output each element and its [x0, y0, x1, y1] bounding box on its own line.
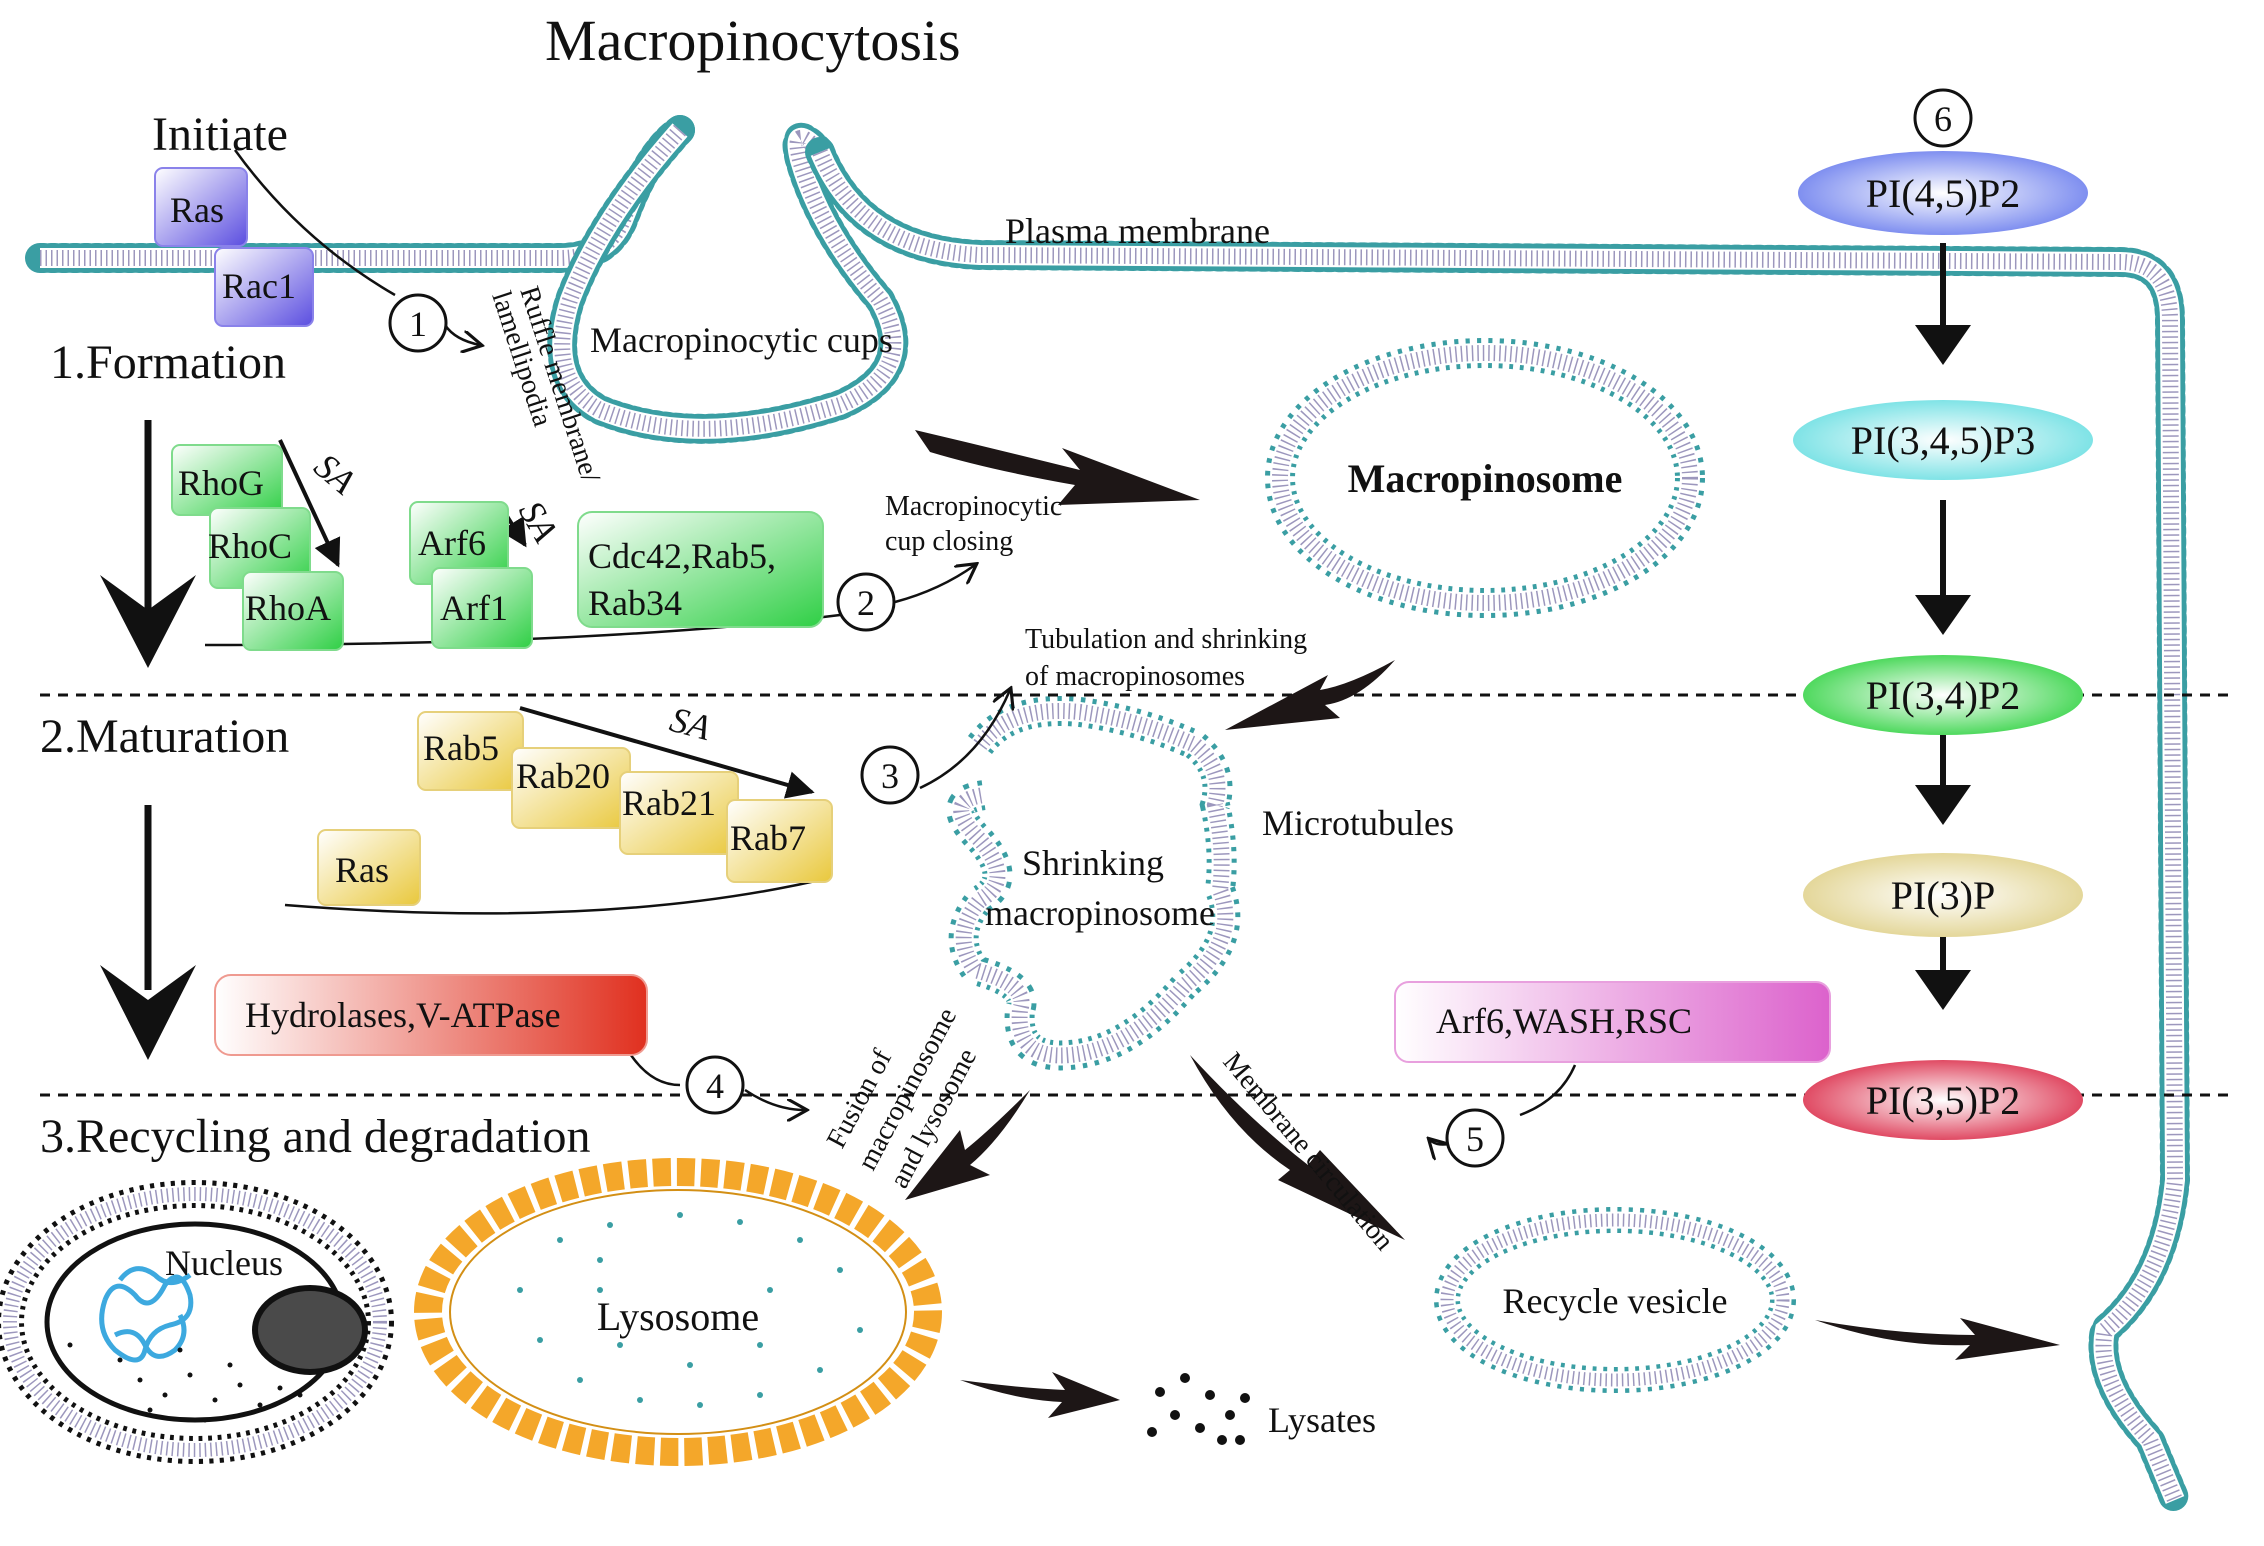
cdc42-label-line1: Cdc42,Rab5, [588, 536, 776, 576]
lysates-dots [1147, 1373, 1250, 1445]
rab5-label: Rab5 [423, 728, 499, 768]
pi3p-label: PI(3)P [1891, 873, 1995, 918]
stage-arrows [100, 420, 196, 1060]
pip2-45-ellipse [1798, 151, 2088, 235]
nucleus-label: Nucleus [165, 1243, 283, 1283]
pi3p-ellipse [1803, 853, 2083, 937]
rhoa-label: RhoA [245, 588, 331, 628]
stage-recycling: 3.Recycling and degradation [40, 1110, 590, 1163]
cups-label: Macropinocytic cups [590, 320, 893, 360]
stage-initiate: Initiate [152, 108, 288, 161]
pip2-35-label: PI(3,5)P2 [1866, 1078, 2020, 1123]
lysosome-to-lysates-arrow [960, 1372, 1120, 1418]
rab20-label: Rab20 [516, 756, 610, 796]
diagram-title: Macropinocytosis [545, 8, 961, 73]
rab21-label: Rab21 [622, 783, 716, 823]
pip2-35-ellipse [1803, 1060, 2083, 1140]
hydrolases-label: Hydrolases,V-ATPase [245, 995, 561, 1035]
ras-box [154, 167, 248, 247]
sa-label-3: SA [666, 699, 716, 748]
arf1-label: Arf1 [440, 588, 508, 628]
shrinking-to-lysosome-arrow [905, 1090, 1030, 1200]
proteins: Ras Rac1 RhoG RhoC RhoA Arf6 Arf1 Cdc42,… [154, 167, 1831, 1063]
step-5-circle [1445, 1108, 1505, 1168]
arf6-wash-label: Arf6,WASH,RSC [1436, 1001, 1692, 1041]
rhoa-box [242, 571, 344, 651]
pip3-ellipse [1793, 400, 2093, 480]
recycle-vesicle-membrane [1434, 1207, 1796, 1393]
rac1-box [214, 247, 314, 327]
arf6-label: Arf6 [418, 523, 486, 563]
sa-label-1: SA [307, 445, 364, 502]
lysosome-label: Lysosome [597, 1294, 759, 1339]
step-1-label: 1 [409, 304, 427, 344]
ras-label: Ras [170, 190, 224, 230]
lysosome [414, 1158, 942, 1466]
cdc42-label-line2: Rab34 [588, 583, 682, 623]
macropinosome-label: Macropinosome [1348, 456, 1623, 501]
stage-maturation: 2.Maturation [40, 710, 289, 763]
nucleolus [252, 1285, 368, 1375]
arf6-wash-box [1394, 981, 1831, 1063]
step-5-label: 5 [1466, 1119, 1484, 1159]
arf1-box [431, 567, 533, 649]
cup-closing-line2: cup closing [885, 526, 1013, 557]
step-4-circle [685, 1055, 745, 1115]
step-6-label: 6 [1934, 99, 1952, 139]
membranes [0, 115, 2191, 1515]
tubulation-line2: of macropinosomes [1025, 661, 1245, 692]
lysates-label: Lysates [1268, 1400, 1376, 1440]
recycle-vesicle-label: Recycle vesicle [1503, 1281, 1728, 1321]
rhog-label: RhoG [178, 463, 264, 503]
recycle-to-membrane-arrow [1815, 1318, 2060, 1360]
cell-nucleus [0, 1180, 394, 1464]
plasma-membrane-right [805, 137, 2191, 1515]
sa-label-2: SA [511, 494, 566, 550]
microtubules-label: Microtubules [1262, 803, 1454, 843]
plasma-membrane-label: Plasma membrane [1005, 211, 1270, 251]
macropinosome-membrane [1265, 338, 1705, 618]
step-markers [388, 88, 1973, 1168]
pi-arrows [1915, 243, 1971, 1010]
rac1-label: Rac1 [222, 266, 296, 306]
pip2-34-label: PI(3,4)P2 [1866, 673, 2020, 718]
cdc42-box [577, 511, 824, 628]
rhoc-label: RhoC [208, 526, 292, 566]
step-6-circle [1913, 88, 1973, 148]
step-3-circle [860, 745, 920, 805]
shrinking-to-recycle-arrow [1190, 1055, 1405, 1240]
ras2-box [317, 829, 421, 906]
step-2-circle [836, 572, 896, 632]
cup-closing-line1: Macropinocytic [885, 491, 1062, 522]
step-4-label: 4 [706, 1066, 724, 1106]
tubulation-line1: Tubulation and shrinking [1025, 624, 1307, 655]
rab7-label: Rab7 [730, 818, 806, 858]
phosphoinositides: PI(4,5)P2 PI(3,4,5)P3 PI(3,4)P2 PI(3)P P… [1793, 151, 2093, 1140]
macropinocytic-cup-membrane [547, 115, 909, 444]
flow-arrows [905, 430, 2060, 1418]
step-2-label: 2 [857, 583, 875, 623]
ras2-label: Ras [335, 850, 389, 890]
macropinosome-to-shrinking-arrow [1225, 660, 1395, 730]
step-1-circle [388, 293, 448, 353]
membrane-circulation-label: Membrane circulation [1217, 1047, 1400, 1257]
cup-to-macropinosome-arrow [915, 430, 1200, 505]
step-3-label: 3 [881, 756, 899, 796]
shrinking-line1: Shrinking [1022, 843, 1164, 883]
pip2-45-label: PI(4,5)P2 [1866, 171, 2020, 216]
shrinking-line2: macropinosome [985, 893, 1215, 933]
rab7-box [726, 799, 833, 883]
shrinking-macropinosome-membrane [946, 696, 1241, 1071]
nucleus-dots [67, 1342, 303, 1423]
chromatin [99, 1266, 194, 1363]
hydrolases-box [214, 974, 648, 1056]
pip2-34-ellipse [1803, 655, 2083, 735]
pip3-label: PI(3,4,5)P3 [1851, 418, 2035, 463]
stage-formation: 1.Formation [50, 336, 286, 389]
